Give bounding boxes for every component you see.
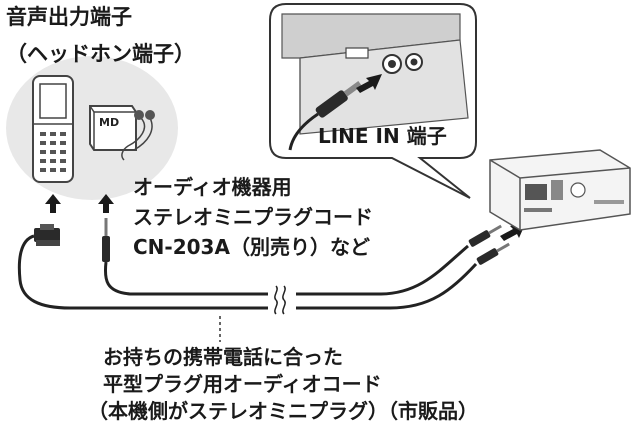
phone-cable-line3: （本機側がステレオミニプラグ）（市販品） <box>88 399 478 423</box>
line-in-label: LINE IN 端子 <box>318 124 447 148</box>
cable-option-line2: ステレオミニプラグコード <box>133 205 373 229</box>
cable-option-line1: オーディオ機器用 <box>133 175 292 199</box>
up-arrow-phone-icon <box>45 194 61 213</box>
up-arrow-md-icon <box>98 194 114 213</box>
cable-lines <box>17 234 478 310</box>
audio-out-title: 音声出力端子 <box>6 5 132 29</box>
cable-break-marks <box>274 285 286 315</box>
md-label: MD <box>99 116 119 129</box>
md-player-icon: MD <box>89 105 137 151</box>
audio-out-subtitle: （ヘッドホン端子） <box>6 42 195 66</box>
earphones-icon <box>121 110 155 161</box>
cable-option-line3: CN-203A（別売り）など <box>133 235 370 259</box>
stereo-mini-plug-left-icon <box>102 218 110 262</box>
phone-cable-line2: 平型プラグ用オーディオコード <box>103 372 382 396</box>
phone-cable-line1: お持ちの携帯電話に合った <box>103 345 343 369</box>
stereo-mini-plugs-right-icon <box>468 224 510 265</box>
main-unit-icon <box>489 149 631 231</box>
line-in-callout <box>269 3 477 199</box>
flat-plug-icon <box>34 224 60 246</box>
mobile-phone-icon <box>32 75 74 183</box>
source-devices-group: MD <box>6 56 178 200</box>
